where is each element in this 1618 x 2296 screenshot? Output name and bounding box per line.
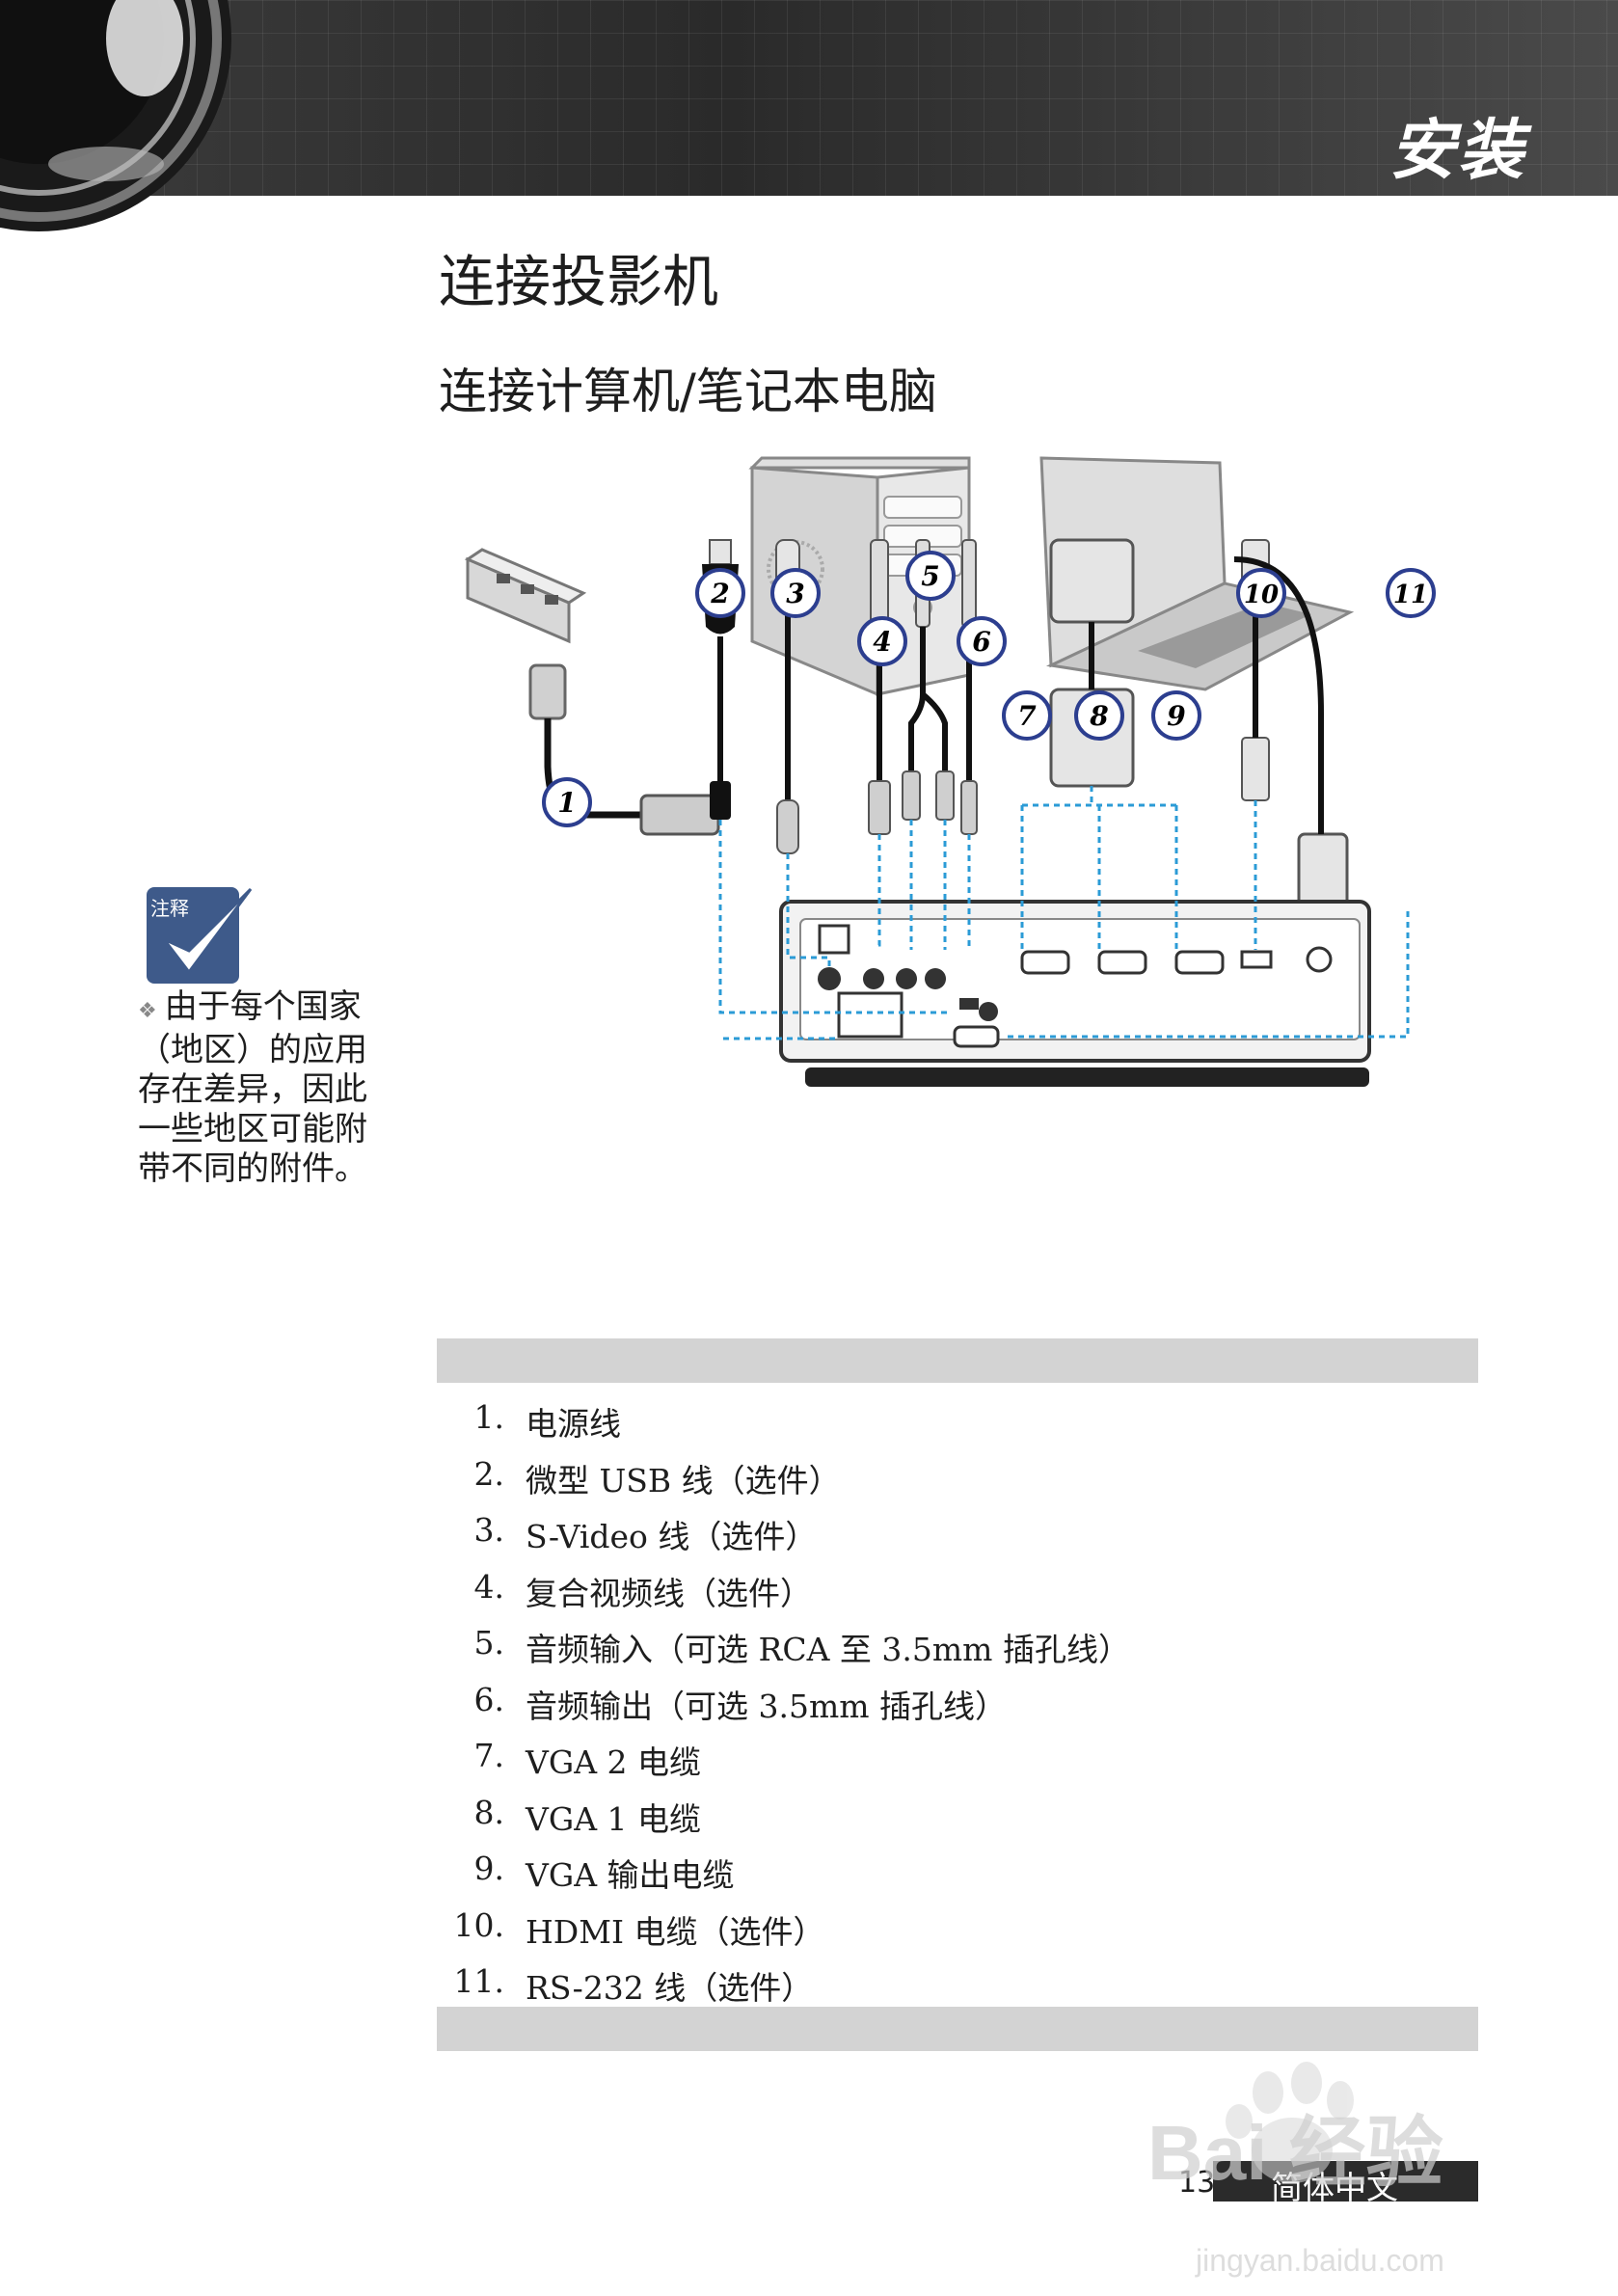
- legend-bottom-band: [437, 2007, 1478, 2051]
- page-number: 13: [1178, 2166, 1216, 2200]
- legend-text: 电源线: [526, 1405, 621, 1443]
- list-item: 10. HDMI 电缆（选件）: [437, 1899, 1478, 1956]
- legend-number: 4.: [473, 1567, 505, 1606]
- section-title: 连接计算机/笔记本电脑: [439, 364, 937, 419]
- cable-ends: [710, 770, 978, 854]
- list-item: 9. VGA 输出电缆: [437, 1842, 1478, 1899]
- note-body: 由于每个国家（地区）的应用存在差异，因此一些地区可能附带不同的附件。: [138, 987, 367, 1188]
- callout-2: 2: [710, 578, 729, 609]
- note-checkmark-icon: 注释: [143, 883, 258, 987]
- connection-diagram: 1 2 3 4 5 6 7 8 9 10 11: [464, 456, 1436, 1087]
- watermark-brand: Bai 经验: [1147, 2110, 1443, 2196]
- header-grid-pattern: [0, 0, 1618, 196]
- callout-11: 11: [1393, 581, 1428, 609]
- legend-text: HDMI 电缆（选件）: [526, 1912, 825, 1951]
- legend-text: S-Video 线（选件）: [526, 1518, 818, 1555]
- list-item: 11. RS-232 线（选件）: [437, 1955, 1478, 2012]
- list-item: 4. 复合视频线（选件）: [437, 1560, 1478, 1617]
- callout-3: 3: [786, 578, 804, 609]
- legend-number: 1.: [473, 1398, 505, 1436]
- legend-text: 复合视频线（选件）: [526, 1574, 812, 1612]
- legend-number: 5.: [473, 1624, 505, 1661]
- list-item: 6. 音频输出（可选 3.5mm 插孔线）: [437, 1673, 1478, 1730]
- baidu-watermark: Bai 经验 jingyan.baidu.com: [1147, 2062, 1444, 2278]
- callout-8: 8: [1089, 700, 1108, 732]
- legend-text: 音频输出（可选 3.5mm 插孔线）: [526, 1687, 1008, 1725]
- connection-lines: [718, 786, 1410, 1040]
- note-label: 注释: [150, 897, 189, 920]
- cable-legend: 1. 电源线 2. 微型 USB 线（选件） 3. S-Video 线（选件） 4. 复…: [437, 1391, 1478, 2012]
- legend-number: 8.: [473, 1793, 505, 1831]
- legend-number: 11.: [453, 1962, 504, 2000]
- list-item: 7. VGA 2 电缆: [437, 1729, 1478, 1786]
- list-item: 5. 音频输入（可选 RCA 至 3.5mm 插孔线）: [437, 1616, 1478, 1673]
- legend-text: VGA 输出电缆: [526, 1856, 735, 1894]
- legend-number: 7.: [473, 1737, 505, 1774]
- legend-top-band: [437, 1338, 1478, 1383]
- footer-language-bar: [1213, 2161, 1478, 2201]
- projector-icon: [779, 900, 1371, 1087]
- legend-number: 2.: [473, 1454, 505, 1493]
- legend-text: 音频输入（可选 RCA 至 3.5mm 插孔线）: [526, 1631, 1130, 1668]
- callout-6: 6: [972, 626, 990, 658]
- bullet-icon: ❖: [138, 999, 157, 1023]
- legend-text: 微型 USB 线（选件）: [526, 1461, 841, 1499]
- note-text: ❖由于每个国家（地区）的应用存在差异，因此一些地区可能附带不同的附件。: [138, 987, 398, 1189]
- legend-number: 9.: [473, 1850, 505, 1887]
- callout-1: 1: [557, 787, 576, 819]
- legend-number: 6.: [473, 1680, 505, 1718]
- page-title: 连接投影机: [439, 249, 719, 314]
- paw-icon: [1226, 2062, 1354, 2183]
- list-item: 2. 微型 USB 线（选件）: [437, 1447, 1478, 1504]
- cables: [717, 556, 1324, 834]
- callout-10: 10: [1244, 581, 1279, 609]
- power-strip-icon: [464, 548, 587, 644]
- list-item: 3. S-Video 线（选件）: [437, 1503, 1478, 1560]
- callout-7: 7: [1017, 700, 1037, 732]
- callout-4: 4: [873, 626, 891, 658]
- watermark-url: jingyan.baidu.com: [1195, 2243, 1444, 2278]
- header-banner: 安装: [0, 0, 1618, 231]
- legend-number: 3.: [473, 1511, 505, 1549]
- callout-9: 9: [1167, 700, 1185, 732]
- legend-number: 10.: [453, 1905, 504, 1944]
- lens-graphic: [0, 0, 231, 231]
- legend-text: RS-232 线（选件）: [526, 1969, 814, 2007]
- callout-markers: 1 2 3 4 5 6 7 8 9 10 11: [542, 551, 1436, 827]
- legend-text: VGA 2 电缆: [526, 1743, 701, 1781]
- header-title: 安装: [1389, 113, 1526, 189]
- list-item: 8. VGA 1 电缆: [437, 1786, 1478, 1843]
- list-item: 1. 电源线: [437, 1391, 1478, 1447]
- callout-5: 5: [921, 560, 939, 592]
- legend-text: VGA 1 电缆: [526, 1799, 701, 1838]
